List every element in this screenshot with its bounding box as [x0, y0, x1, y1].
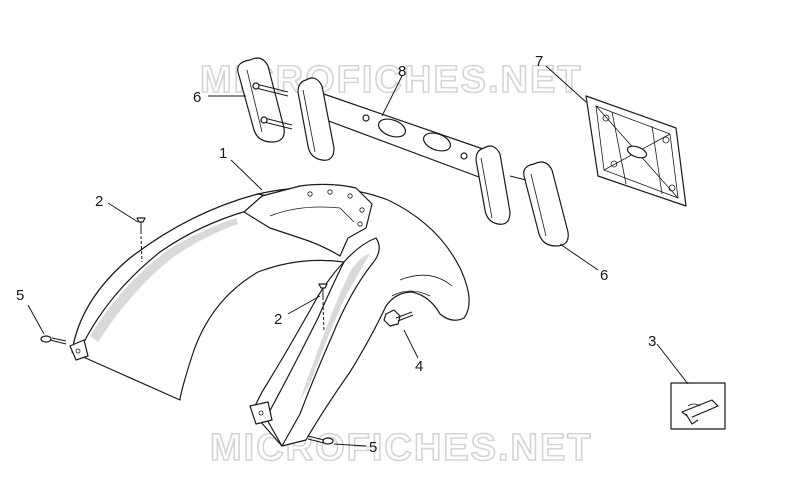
callout-1: 1 — [219, 145, 227, 162]
callout-4: 4 — [415, 358, 423, 375]
callout-6-right: 6 — [600, 267, 608, 284]
part-1-rear-fender — [69, 183, 470, 447]
part-5-screw-bottom — [307, 435, 334, 445]
part-2-screw-upper — [136, 217, 146, 263]
part-4-bolt — [383, 309, 414, 327]
callout-8: 8 — [398, 63, 406, 80]
part-2-screw-lower — [318, 283, 328, 333]
stud-upper — [255, 83, 289, 93]
callout-2-lower: 2 — [274, 311, 282, 328]
callout-7: 7 — [535, 53, 543, 70]
callout-3: 3 — [648, 333, 656, 350]
stud-lower — [263, 117, 293, 126]
watermark-bottom: MICROFICHES.NET — [210, 427, 593, 469]
part-6-rubber-pad-left — [237, 57, 293, 143]
callout-2-upper: 2 — [95, 193, 103, 210]
part-5-screw-left — [40, 335, 67, 345]
part-8-plate-bracket — [297, 77, 511, 225]
callout-6-left: 6 — [193, 89, 201, 106]
part-6-rubber-pad-right — [509, 161, 569, 247]
part-7-plate-holder — [585, 95, 687, 207]
callout-5-bottom: 5 — [369, 439, 377, 456]
callout-5-left: 5 — [16, 287, 24, 304]
part-3-clip — [670, 382, 726, 430]
leader-lines — [27, 65, 689, 447]
